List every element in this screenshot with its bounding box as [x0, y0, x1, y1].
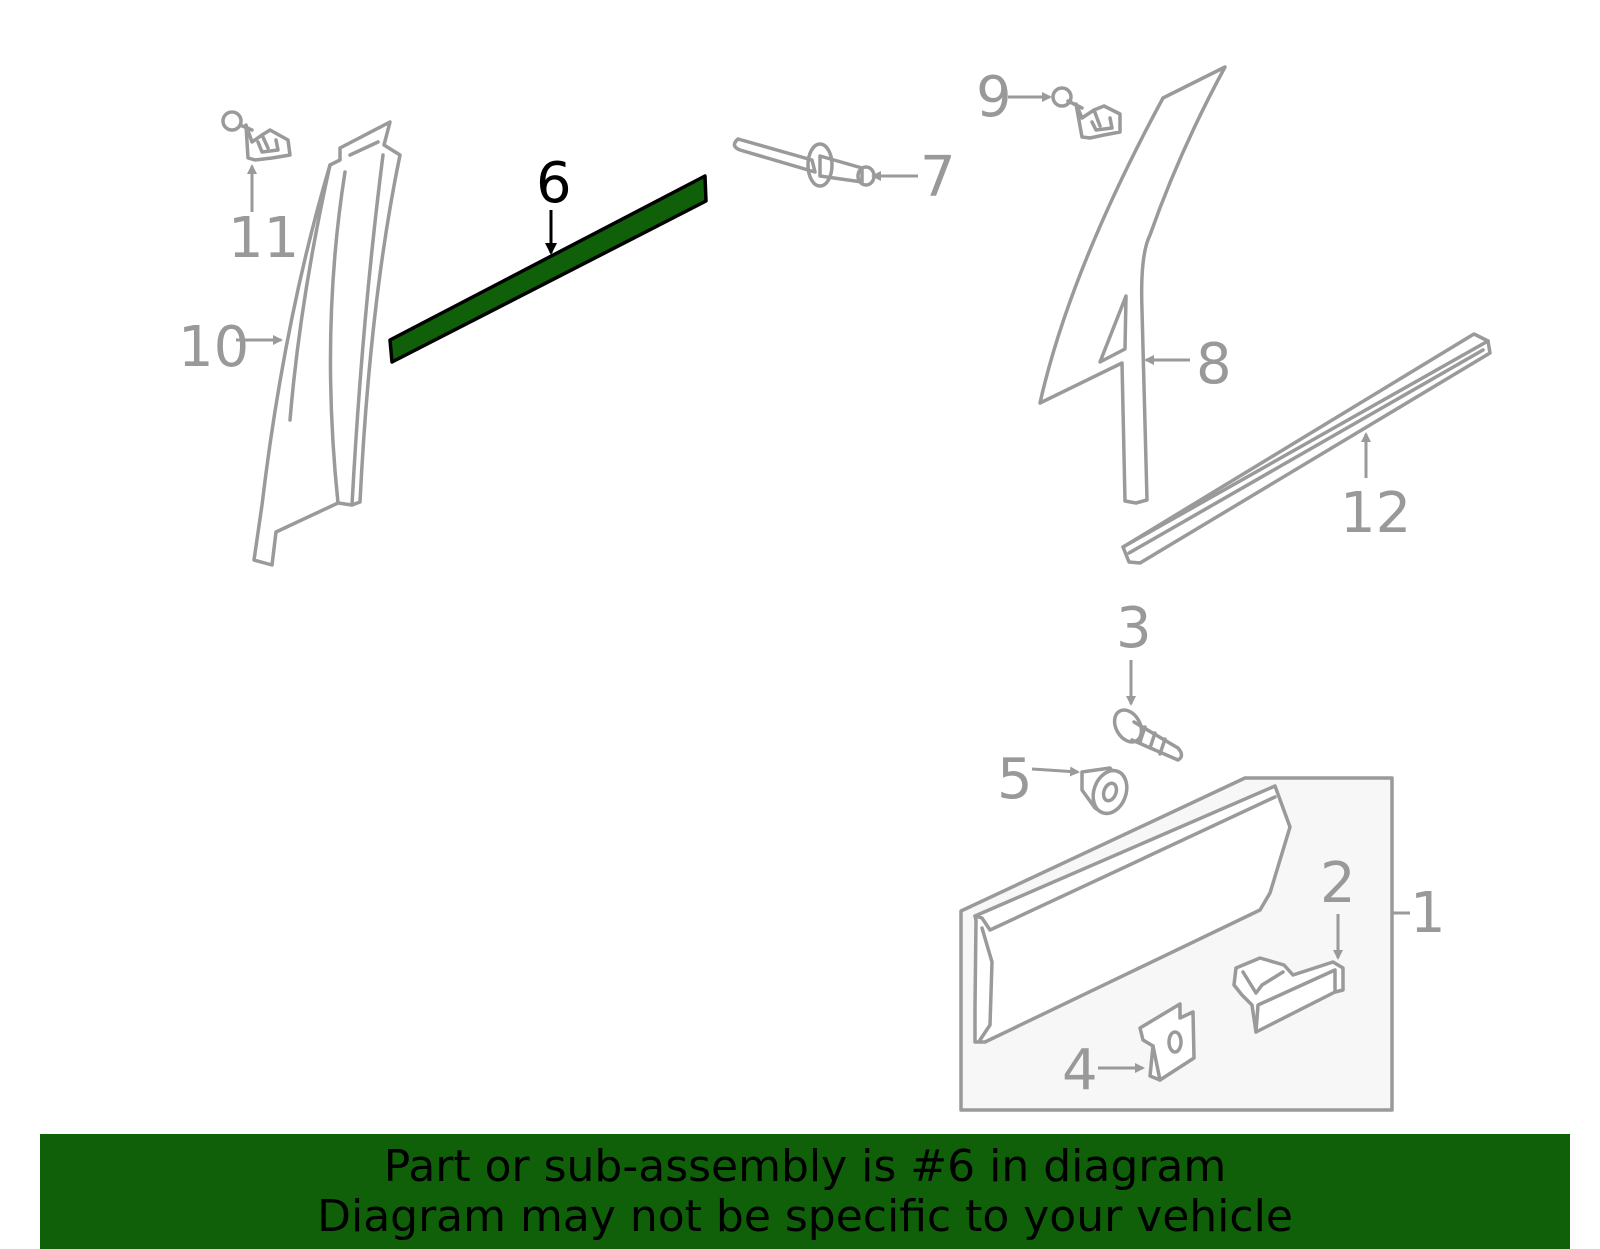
part-6-moulding	[388, 174, 708, 364]
part-5-grommet	[1080, 766, 1129, 816]
part-2-clip	[1232, 956, 1345, 1034]
callout-2: 2	[1320, 851, 1356, 916]
callout-12: 12	[1340, 481, 1411, 546]
banner-line-2: Diagram may not be specific to your vehi…	[317, 1190, 1293, 1242]
callout-8: 8	[1196, 332, 1232, 397]
part-12-belt-moulding	[1121, 332, 1492, 565]
callout-3: 3	[1116, 596, 1152, 661]
callout-1: 1	[1410, 881, 1446, 946]
callout-7: 7	[920, 145, 956, 210]
part-3-bolt	[1112, 708, 1184, 762]
banner-line-1: Part or sub-assembly is #6 in diagram	[383, 1140, 1227, 1192]
callout-10: 10	[178, 315, 249, 380]
callout-5: 5	[997, 747, 1033, 812]
callout-4: 4	[1062, 1038, 1098, 1103]
callout-11: 11	[228, 206, 299, 271]
info-banner: Part or sub-assembly is #6 in diagram Di…	[40, 1134, 1570, 1249]
part-8-frame-trim	[1038, 65, 1227, 505]
part-10-pillar-trim	[252, 120, 402, 567]
callout-9: 9	[976, 65, 1012, 130]
callout-numbers: 11 10 6 7 9 8 12 3 5 2 1 4	[178, 65, 1446, 1103]
part-4-nut-plate	[1138, 1002, 1196, 1082]
part-9-clip	[1051, 86, 1122, 140]
callout-6: 6	[536, 151, 572, 216]
leader-lines	[236, 92, 1410, 1073]
part-1-lower-moulding	[959, 776, 1394, 1112]
part-11-clip	[221, 110, 292, 162]
part-7-rivet	[732, 137, 876, 188]
